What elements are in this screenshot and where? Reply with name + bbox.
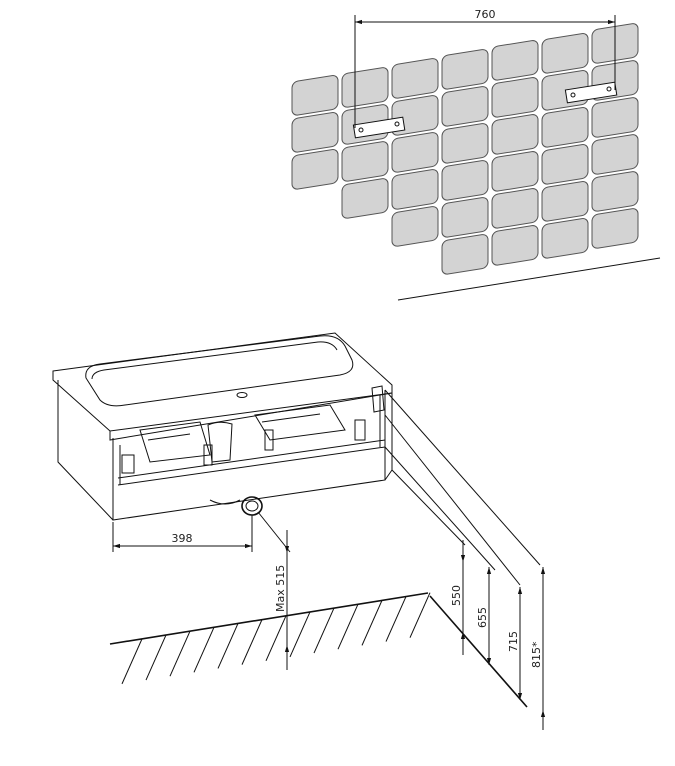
hatch-line xyxy=(385,596,407,642)
wall-tile xyxy=(491,225,539,266)
wall-tile xyxy=(591,97,639,138)
wall-tile xyxy=(341,141,389,182)
dimension-398-label: 398 xyxy=(172,532,193,545)
wall-tile xyxy=(441,49,489,90)
wall-tile xyxy=(341,178,389,219)
dimension-550-label: 550 xyxy=(450,585,463,606)
hatch-line xyxy=(217,623,239,669)
hatch-line xyxy=(289,611,311,658)
dimension-760: 760 xyxy=(354,8,616,128)
wall-tile xyxy=(541,33,589,74)
wall-tile xyxy=(291,112,339,153)
dimension-760-label: 760 xyxy=(475,8,496,21)
vanity-cabinet xyxy=(52,332,541,586)
dimension-715: 715 xyxy=(507,587,523,700)
hatch-line xyxy=(193,627,215,673)
dimension-max-515: Max 515 xyxy=(257,511,291,670)
hatch-line xyxy=(121,638,143,685)
hatch-line xyxy=(241,619,263,665)
hatch-line xyxy=(145,634,167,681)
dimension-655: 655 xyxy=(476,567,492,665)
wall-tile xyxy=(591,171,639,212)
wall-tile xyxy=(441,234,489,275)
wall-tile xyxy=(491,114,539,155)
wall-floor-line xyxy=(397,257,661,301)
dimension-815-label: 815* xyxy=(530,641,543,668)
wall-tile xyxy=(391,132,439,173)
wall-tile xyxy=(491,151,539,192)
wall-tile xyxy=(291,149,339,190)
wall-bracket-left xyxy=(352,116,406,139)
wall-tile xyxy=(391,169,439,210)
hatch-line xyxy=(313,607,335,654)
wall-tile xyxy=(391,206,439,247)
dimension-815: 815* xyxy=(530,567,546,730)
wall-tile xyxy=(591,208,639,249)
dimension-max-515-label: Max 515 xyxy=(274,565,287,612)
dimension-715-label: 715 xyxy=(507,631,520,652)
wall-tile xyxy=(341,67,389,108)
wall-tile xyxy=(541,218,589,259)
floor-hatch xyxy=(109,592,528,708)
wall-tile xyxy=(591,134,639,175)
dimension-655-label: 655 xyxy=(476,607,489,628)
wall-tiles xyxy=(291,23,639,275)
wall-tile xyxy=(541,107,589,148)
wall-tile xyxy=(441,160,489,201)
wall-tile xyxy=(491,40,539,81)
wall-tile xyxy=(391,58,439,99)
wall-tile xyxy=(441,197,489,238)
dimension-550: 550 xyxy=(450,540,466,655)
hatch-line xyxy=(409,592,431,638)
wall-tile xyxy=(491,188,539,229)
hatch-line xyxy=(265,615,287,661)
wall-tile xyxy=(441,123,489,164)
wall-bracket-right xyxy=(564,81,618,104)
hatch-line xyxy=(361,600,383,646)
hatch-line xyxy=(337,604,359,650)
hatch-line xyxy=(169,630,191,677)
wall-tile xyxy=(441,86,489,127)
dimension-398: 398 xyxy=(112,515,253,552)
wall-tile xyxy=(541,181,589,222)
wall-tile xyxy=(291,75,339,116)
wall-tile xyxy=(491,77,539,118)
wall-tile xyxy=(541,144,589,185)
